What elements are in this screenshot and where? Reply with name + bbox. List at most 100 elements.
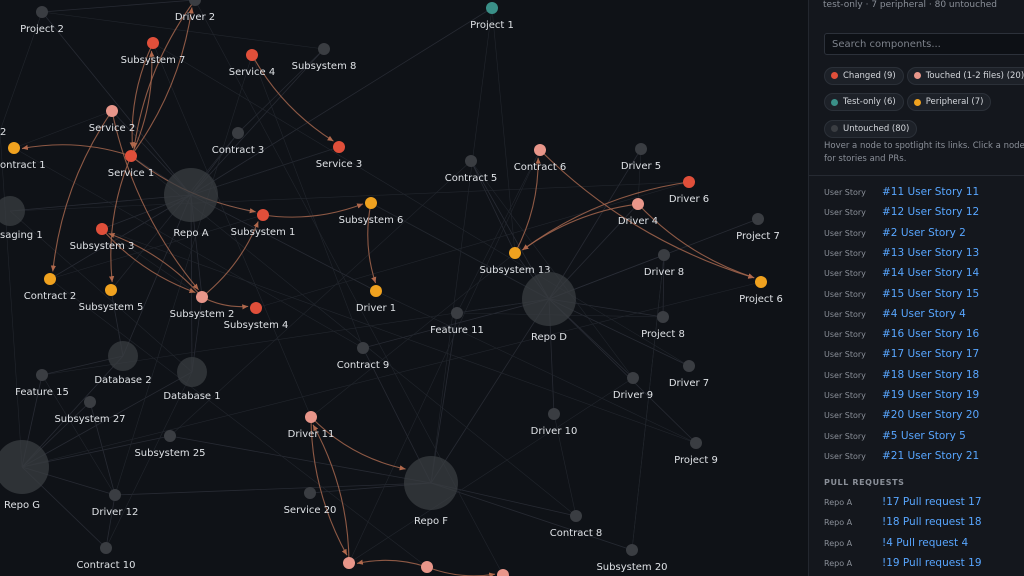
node-circle[interactable]: [370, 285, 382, 297]
item-link[interactable]: #13 User Story 13: [882, 246, 980, 259]
graph-node-bottom-a[interactable]: [343, 557, 355, 569]
graph-node-project-7[interactable]: Project 7: [736, 213, 780, 242]
graph-node-feature-15[interactable]: Feature 15: [15, 369, 69, 398]
item-link[interactable]: #11 User Story 11: [882, 186, 980, 198]
graph-node-contract-5[interactable]: Contract 5: [445, 155, 498, 184]
item-link[interactable]: #18 User Story 18: [882, 368, 980, 381]
graph-node-repo-a[interactable]: Repo A: [164, 168, 218, 239]
item-link[interactable]: #20 User Story 20: [882, 409, 980, 422]
node-circle[interactable]: [177, 357, 207, 387]
graph-node-driver-11[interactable]: Driver 11: [288, 411, 335, 440]
node-circle[interactable]: [36, 6, 48, 18]
node-circle[interactable]: [421, 561, 433, 573]
graph-node-service-1[interactable]: Service 1: [108, 150, 155, 179]
node-circle[interactable]: [318, 43, 330, 55]
graph-node-bottom-b[interactable]: [421, 561, 433, 573]
node-circle[interactable]: [683, 176, 695, 188]
node-circle[interactable]: [497, 569, 509, 576]
item-link[interactable]: !18 Pull request 18: [882, 516, 982, 529]
node-circle[interactable]: [626, 544, 638, 556]
graph-node-contract-8[interactable]: Contract 8: [550, 510, 603, 539]
legend-chip-test_only[interactable]: Test-only (6): [824, 93, 904, 111]
graph-node-driver-4[interactable]: Driver 4: [618, 198, 658, 227]
node-circle[interactable]: [465, 155, 477, 167]
node-circle[interactable]: [305, 411, 317, 423]
graph-node-service-20[interactable]: Service 20: [284, 487, 337, 516]
node-circle[interactable]: [343, 557, 355, 569]
graph-node-database-2[interactable]: Database 2: [94, 341, 152, 386]
item-link[interactable]: !4 Pull request 4: [882, 536, 969, 549]
node-circle[interactable]: [486, 2, 498, 14]
node-circle[interactable]: [658, 249, 670, 261]
graph-node-project-2[interactable]: Project 2: [20, 6, 64, 35]
item-link[interactable]: #16 User Story 16: [882, 328, 980, 341]
node-circle[interactable]: [522, 272, 576, 326]
node-circle[interactable]: [105, 284, 117, 296]
graph-node-driver-10[interactable]: Driver 10: [531, 408, 578, 437]
graph-node-project-8[interactable]: Project 8: [641, 311, 685, 340]
node-circle[interactable]: [570, 510, 582, 522]
graph-node-driver-8[interactable]: Driver 8: [644, 249, 684, 278]
node-circle[interactable]: [509, 247, 521, 259]
node-circle[interactable]: [657, 311, 669, 323]
graph-node-driver-5[interactable]: Driver 5: [621, 143, 661, 172]
node-circle[interactable]: [232, 127, 244, 139]
node-circle[interactable]: [304, 487, 316, 499]
graph-node-repo-f[interactable]: Repo F: [404, 456, 458, 527]
node-circle[interactable]: [100, 542, 112, 554]
item-link[interactable]: !17 Pull request 17: [882, 496, 982, 508]
item-link[interactable]: #14 User Story 14: [882, 267, 980, 280]
node-circle[interactable]: [752, 213, 764, 225]
node-circle[interactable]: [125, 150, 137, 162]
graph-node-bottom-c[interactable]: [497, 569, 509, 576]
node-circle[interactable]: [451, 307, 463, 319]
graph-node-project-1[interactable]: Project 1: [470, 2, 514, 31]
item-link[interactable]: #21 User Story 21: [882, 449, 980, 462]
graph-node-database-1[interactable]: Database 1: [163, 357, 221, 402]
node-circle[interactable]: [196, 291, 208, 303]
item-link[interactable]: !19 Pull request 19: [882, 556, 982, 569]
graph-node-messaging-1[interactable]: saging 1: [0, 196, 43, 241]
legend-chip-untouched[interactable]: Untouched (80): [824, 119, 918, 138]
node-circle[interactable]: [627, 372, 639, 384]
graph-node-service-2[interactable]: Service 2: [89, 105, 136, 134]
graph-node-service-4[interactable]: Service 4: [229, 49, 276, 78]
graph-node-project-9[interactable]: Project 9: [674, 437, 718, 466]
node-circle[interactable]: [250, 302, 262, 314]
graph-node-contract-3[interactable]: Contract 3: [212, 127, 265, 156]
node-circle[interactable]: [147, 37, 159, 49]
node-circle[interactable]: [108, 341, 138, 371]
item-link[interactable]: #12 User Story 12: [882, 206, 980, 219]
item-link[interactable]: #4 User Story 4: [882, 307, 966, 320]
node-circle[interactable]: [333, 141, 345, 153]
graph-node-contract-9[interactable]: Contract 9: [337, 342, 390, 371]
node-circle[interactable]: [96, 223, 108, 235]
legend-chip-changed[interactable]: Changed (9): [824, 66, 904, 85]
node-circle[interactable]: [164, 168, 218, 222]
node-circle[interactable]: [36, 369, 48, 381]
graph-node-driver-6[interactable]: Driver 6: [669, 176, 709, 205]
node-circle[interactable]: [164, 430, 176, 442]
graph-node-repo-g[interactable]: Repo G: [0, 440, 49, 511]
graph-node-contract-6[interactable]: Contract 6: [514, 144, 567, 173]
legend-chip-peripheral[interactable]: Peripheral (7): [906, 93, 992, 111]
node-circle[interactable]: [106, 105, 118, 117]
graph-node-subsystem-25[interactable]: Subsystem 25: [134, 430, 206, 459]
node-circle[interactable]: [548, 408, 560, 420]
graph-node-subsystem-8[interactable]: Subsystem 8: [292, 43, 357, 72]
graph-node-service-3[interactable]: Service 3: [316, 141, 363, 170]
node-circle[interactable]: [8, 142, 20, 154]
graph-node-subsystem-13[interactable]: Subsystem 13: [479, 247, 551, 276]
node-circle[interactable]: [84, 396, 96, 408]
graph-node-subsystem-7[interactable]: Subsystem 7: [121, 37, 186, 66]
graph-node-node-2-edge[interactable]: 2: [0, 127, 6, 138]
graph-node-project-6[interactable]: Project 6: [739, 276, 783, 305]
node-circle[interactable]: [683, 360, 695, 372]
item-link[interactable]: #2 User Story 2: [882, 226, 966, 239]
node-circle[interactable]: [690, 437, 702, 449]
graph-node-subsystem-20[interactable]: Subsystem 20: [596, 544, 668, 573]
graph-node-subsystem-4[interactable]: Subsystem 4: [224, 302, 289, 331]
legend-chip-touched[interactable]: Touched (1-2 files) (20): [906, 66, 1024, 85]
graph-node-subsystem-2[interactable]: Subsystem 2: [170, 291, 235, 320]
